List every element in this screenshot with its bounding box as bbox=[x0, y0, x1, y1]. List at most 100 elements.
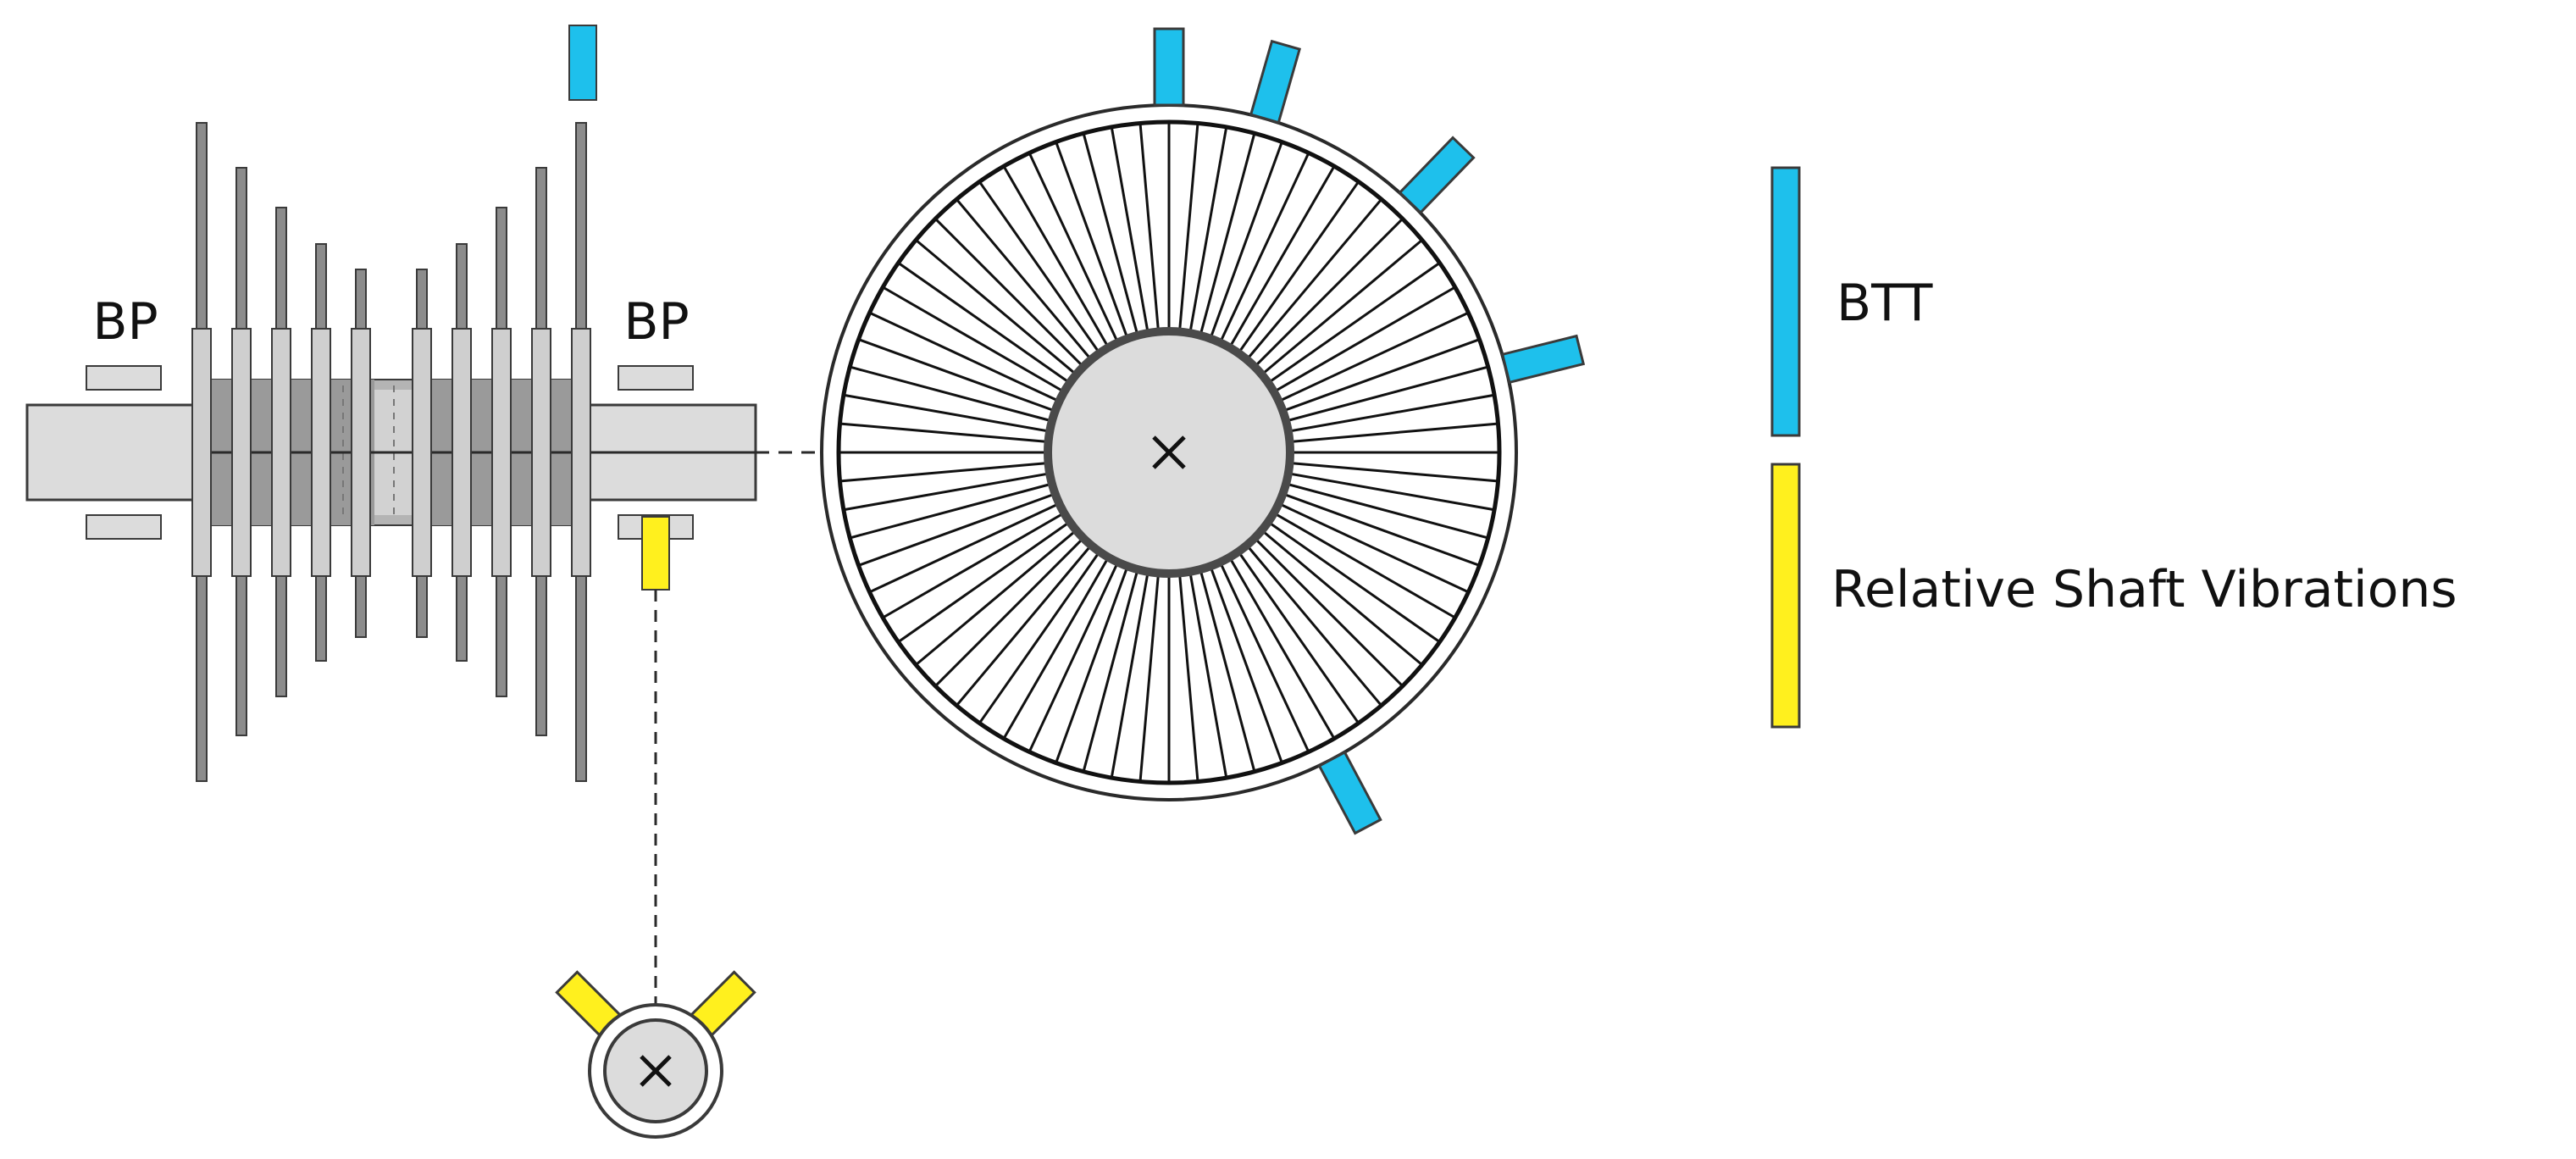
blade-stages bbox=[191, 122, 591, 782]
legend-label-shaft-vibrations: Relative Shaft Vibrations bbox=[1831, 560, 2457, 619]
blade bbox=[1273, 512, 1454, 618]
rotor-front-view bbox=[820, 27, 1586, 835]
legend: BTT Relative Shaft Vibrations bbox=[1770, 166, 2457, 729]
shaft-center-mark bbox=[640, 1055, 672, 1087]
stage-root bbox=[351, 328, 371, 577]
blade bbox=[1138, 573, 1160, 780]
btt-probe-side bbox=[568, 25, 597, 101]
blade bbox=[850, 482, 1053, 539]
blade bbox=[845, 472, 1050, 511]
stage-root bbox=[311, 328, 331, 577]
blade bbox=[1188, 571, 1227, 777]
blade bbox=[1254, 219, 1403, 368]
blade bbox=[870, 312, 1061, 402]
blade bbox=[1288, 472, 1493, 511]
bearing-label-left: BP bbox=[92, 292, 158, 352]
blade bbox=[1228, 167, 1335, 348]
blade bbox=[1277, 502, 1468, 593]
blade bbox=[1003, 557, 1110, 738]
legend-swatch-btt bbox=[1770, 166, 1801, 437]
blade bbox=[935, 537, 1084, 686]
blade bbox=[1083, 568, 1139, 771]
btt-probe bbox=[1500, 334, 1586, 385]
blade bbox=[1289, 422, 1497, 443]
btt-probe bbox=[1398, 136, 1476, 215]
blade bbox=[1219, 153, 1310, 344]
stage-root bbox=[491, 328, 512, 577]
btt-probe bbox=[1317, 750, 1382, 835]
stage-root bbox=[451, 328, 472, 577]
blade bbox=[884, 286, 1065, 393]
blade bbox=[1028, 561, 1119, 751]
blade bbox=[1003, 167, 1110, 348]
blade bbox=[1273, 286, 1454, 393]
blade bbox=[979, 551, 1101, 723]
blade bbox=[1289, 462, 1497, 483]
blade bbox=[1245, 544, 1382, 706]
blade bbox=[956, 544, 1093, 706]
blade bbox=[899, 520, 1071, 642]
blade bbox=[916, 529, 1077, 665]
blade bbox=[1285, 482, 1487, 539]
stage-root bbox=[271, 328, 291, 577]
blade bbox=[859, 492, 1056, 567]
blade bbox=[1260, 240, 1422, 376]
bearing-pad bbox=[618, 365, 694, 391]
blade bbox=[979, 182, 1101, 354]
blade bbox=[1282, 338, 1479, 413]
stage-root bbox=[531, 328, 551, 577]
blade bbox=[1199, 568, 1255, 771]
shaft-vibration-probe-side bbox=[641, 516, 670, 591]
shaft-cross-section bbox=[555, 970, 756, 1139]
blade bbox=[1254, 537, 1403, 686]
btt-probes bbox=[1153, 27, 1586, 835]
blade bbox=[1209, 565, 1283, 762]
blade bbox=[1219, 561, 1310, 751]
blade bbox=[1228, 557, 1335, 738]
blade bbox=[916, 240, 1077, 376]
blade bbox=[845, 394, 1050, 433]
blade bbox=[1237, 551, 1359, 723]
blade bbox=[1277, 312, 1468, 402]
bearing-pad bbox=[86, 365, 162, 391]
blade bbox=[1178, 125, 1199, 332]
blade bbox=[1028, 153, 1119, 344]
blade bbox=[1199, 134, 1255, 336]
blade bbox=[1245, 199, 1382, 361]
blade bbox=[1111, 571, 1150, 777]
blade bbox=[1055, 142, 1129, 340]
bearing-label-right: BP bbox=[623, 292, 689, 352]
blade bbox=[1138, 125, 1160, 332]
btt-probe bbox=[1153, 27, 1185, 107]
stage-root bbox=[571, 328, 591, 577]
blade bbox=[1267, 520, 1439, 642]
blade bbox=[850, 366, 1053, 423]
rotor-side-view: BP BP bbox=[25, 25, 1169, 1010]
center-mark bbox=[1152, 435, 1186, 469]
blade bbox=[899, 263, 1071, 385]
blade bbox=[956, 199, 1093, 361]
blade bbox=[859, 338, 1056, 413]
blade bbox=[884, 512, 1065, 618]
btt-probe bbox=[1249, 39, 1302, 125]
blade bbox=[1237, 182, 1359, 354]
blade bbox=[1260, 529, 1422, 665]
blade-array bbox=[840, 124, 1498, 781]
blade bbox=[935, 219, 1084, 368]
blade bbox=[1288, 394, 1493, 433]
legend-label-btt: BTT bbox=[1836, 274, 1933, 333]
stage-root bbox=[231, 328, 252, 577]
blade bbox=[841, 422, 1049, 443]
blade bbox=[1285, 366, 1487, 423]
blade bbox=[841, 462, 1049, 483]
blade bbox=[1188, 128, 1227, 334]
legend-swatch-shaft-vibrations bbox=[1770, 463, 1801, 729]
stage-root bbox=[191, 328, 212, 577]
blade bbox=[1178, 573, 1199, 780]
blade bbox=[1083, 134, 1139, 336]
bearing-pad bbox=[86, 514, 162, 540]
blade bbox=[1282, 492, 1479, 567]
blade bbox=[1209, 142, 1283, 340]
blade bbox=[1267, 263, 1439, 385]
